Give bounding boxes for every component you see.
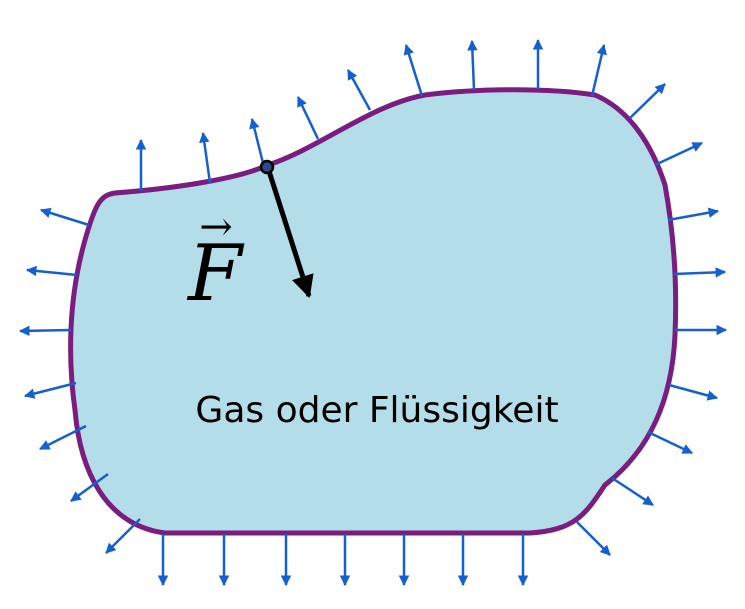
pressure-arrow	[647, 430, 693, 455]
pressure-arrow	[70, 472, 109, 503]
pressure-arrow	[249, 117, 266, 168]
pressure-arrow	[199, 131, 212, 184]
force-label: F	[186, 229, 245, 319]
fluid-region	[68, 87, 679, 536]
pressure-arrow	[18, 325, 72, 337]
pressure-arrow	[668, 383, 719, 401]
pressure-arrow	[39, 207, 90, 227]
pressure-arrow	[25, 265, 78, 277]
pressure-arrow	[105, 518, 141, 554]
pressure-arrow	[673, 267, 727, 278]
pressure-arrow	[654, 141, 703, 167]
pressure-arrow	[23, 381, 77, 399]
force-application-point	[259, 159, 275, 175]
pressure-arrow	[611, 476, 654, 507]
pressure-arrow	[346, 69, 372, 111]
pressure-arrow	[467, 39, 478, 91]
pressure-arrow	[296, 96, 320, 140]
force-arrow	[265, 167, 314, 299]
pressure-arrow	[39, 424, 87, 451]
fluid-region-label: Gas oder Flüssigkeit	[195, 390, 558, 431]
pressure-arrow	[667, 207, 720, 222]
pressure-arrows	[18, 38, 728, 587]
pressure-arrow	[576, 521, 611, 556]
pressure-arrow	[629, 83, 666, 119]
force-vector	[259, 159, 314, 299]
pressure-arrow	[403, 43, 424, 97]
force-vector-mark: →	[199, 204, 233, 250]
pressure-arrow	[590, 43, 607, 97]
